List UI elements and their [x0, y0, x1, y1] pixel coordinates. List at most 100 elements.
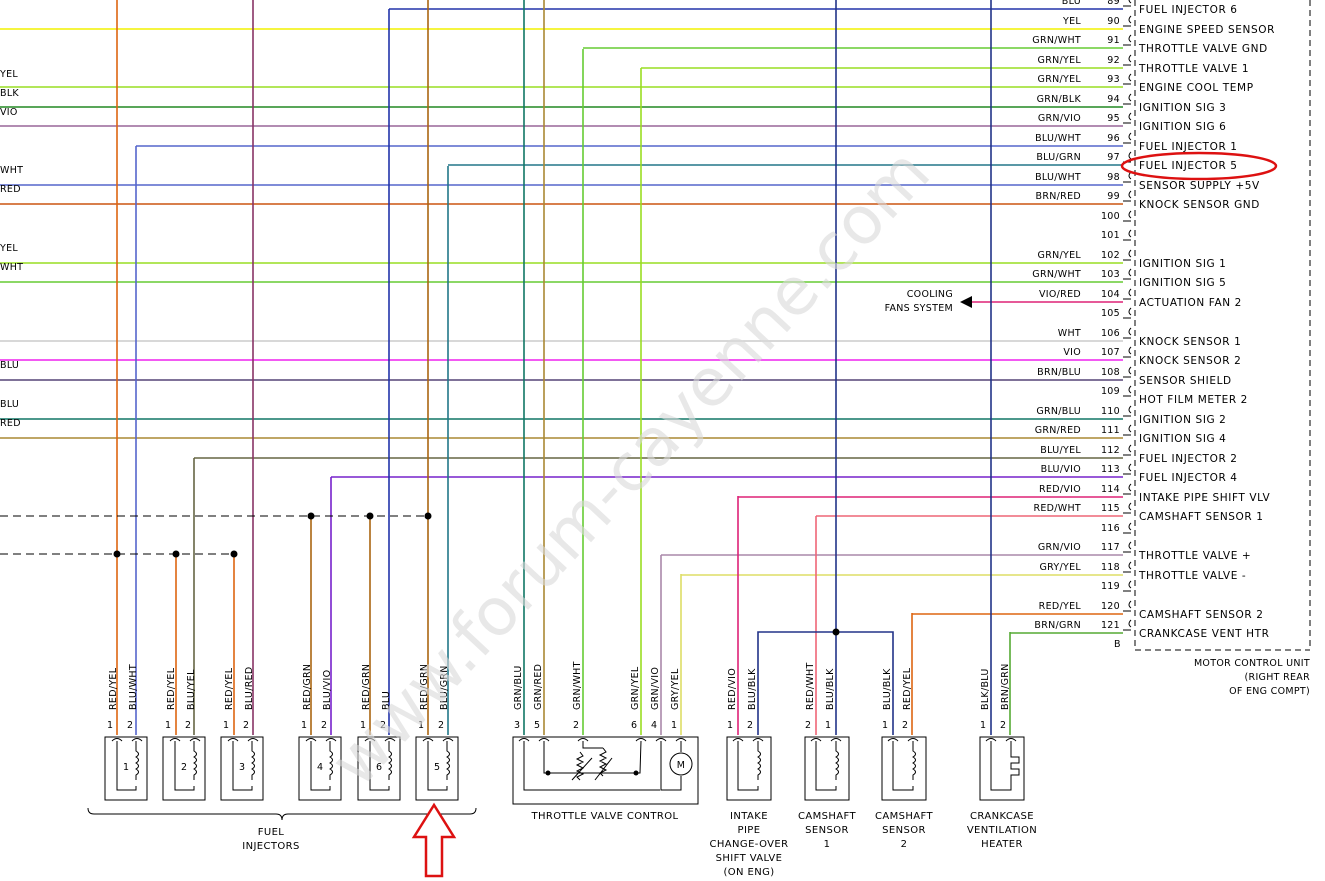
ecm-pin-number: 94 — [1107, 94, 1120, 105]
component-wire-label: BLU/BLK — [825, 668, 836, 710]
connector-bracket — [887, 738, 919, 742]
ecm-pin-number: 101 — [1101, 230, 1120, 241]
ecm-pin-row: 105 — [1101, 307, 1132, 319]
internal-wire — [174, 741, 195, 791]
ecm-wire-color-label: GRN/BLK — [1037, 94, 1082, 105]
ecm-wire-color-label: BLU/YEL — [1040, 445, 1081, 456]
connector-bracket — [422, 738, 454, 742]
ecm-wire-color-label: BLU/GRN — [1036, 152, 1081, 163]
cooling-label-1: COOLING — [907, 289, 953, 300]
ecm-wire-color-label: BLU/VIO — [1041, 464, 1081, 475]
component-label: VENTILATION — [967, 825, 1037, 836]
left-wire-label: YEL — [0, 243, 18, 254]
injector-wire-label: BLU/WHT — [128, 664, 139, 710]
ecm-wire-color-label: BRN/BLU — [1037, 367, 1081, 378]
connector-bracket — [1128, 190, 1132, 199]
internal-wire — [737, 741, 759, 791]
motor-label: M — [677, 760, 686, 771]
ecm-wire-color-label: VIO/RED — [1039, 289, 1081, 300]
ecm-pin-label: ENGINE SPEED SENSOR — [1139, 24, 1275, 36]
splice-dot — [366, 512, 374, 520]
ecm-pin-label: ENGINE COOL TEMP — [1139, 82, 1254, 94]
connector-bracket — [1128, 327, 1132, 336]
ecm-wire-color-label: RED/YEL — [1039, 601, 1082, 612]
ecm-pin-number: 110 — [1101, 406, 1120, 417]
ecm-wire-color-label: GRN/BLU — [1036, 406, 1081, 417]
ecm-pin-number: 93 — [1107, 74, 1120, 85]
group-brace — [87, 807, 477, 821]
injector-pin-number: 2 — [380, 720, 386, 731]
injector-wire-label: BLU/VIO — [322, 670, 333, 710]
component-label: SHIFT VALVE — [716, 853, 783, 864]
component-pin-number: 2 — [747, 720, 753, 731]
internal-wire — [660, 741, 682, 791]
ecm-pin-number: 98 — [1107, 172, 1120, 183]
ecm-wire-color-label: GRN/YEL — [1038, 74, 1082, 85]
ecm-title-1: MOTOR CONTROL UNIT — [1194, 658, 1310, 669]
ecm-pin-row: 101 — [1101, 229, 1132, 241]
ecm-pin-number: 114 — [1101, 484, 1120, 495]
injector-pin-number: 1 — [165, 720, 171, 731]
splice-dot — [113, 550, 121, 558]
splice-dot — [172, 550, 180, 558]
cooling-fans-system: COOLING FANS SYSTEM — [885, 289, 972, 314]
ecm-pin-number: 120 — [1101, 601, 1120, 612]
ecm-pin-label: SENSOR SUPPLY +5V — [1139, 180, 1260, 192]
ecm-wire-color-label: RED/WHT — [1033, 503, 1081, 514]
ecm-wire-color-label: VIO — [1063, 347, 1081, 358]
component-label: CRANKCASE — [970, 811, 1034, 822]
connector-bracket — [1128, 93, 1132, 102]
potentiometer-icon — [575, 747, 608, 781]
connector-bracket — [1128, 522, 1132, 531]
component-label: 2 — [901, 839, 908, 850]
coil-icon — [446, 741, 450, 780]
ecm-pin-label: ACTUATION FAN 2 — [1139, 297, 1242, 309]
left-wire-label: BLK — [0, 88, 19, 99]
ecm-pin-number: 105 — [1101, 308, 1120, 319]
connector-bracket — [1128, 502, 1132, 511]
connector-bracket — [1128, 210, 1132, 219]
coil-icon — [329, 741, 333, 780]
ecm-wire-color-label: BRN/GRN — [1034, 620, 1081, 631]
ecm-pin-number: 103 — [1101, 269, 1120, 280]
connector-bracket — [227, 738, 259, 742]
component-body — [804, 736, 850, 801]
internal-wire — [543, 740, 642, 774]
left-wire-label: VIO — [0, 107, 18, 118]
component-pin-number: 2 — [902, 720, 908, 731]
throttle-wire-label: GRN/VIO — [650, 667, 661, 710]
internal-wire — [815, 741, 837, 791]
connector-bracket — [1128, 34, 1132, 43]
component-wire-label: BLU/BLK — [882, 668, 893, 710]
ecm-wire-color-label: RED/VIO — [1039, 484, 1081, 495]
connector-bracket — [169, 738, 201, 742]
ecm-wire-color-label: GRN/WHT — [1032, 35, 1081, 46]
ecm-wire-color-label: BLU/WHT — [1035, 133, 1081, 144]
ecm-pin-label: KNOCK SENSOR 2 — [1139, 355, 1241, 367]
injector-wire-label: BLU/YEL — [186, 669, 197, 710]
throttle-wire-label: GRN/WHT — [572, 661, 583, 710]
component-wire-label: BRN/GRN — [1000, 663, 1011, 710]
connector-bracket — [1128, 405, 1132, 414]
injector-pin-number: 2 — [185, 720, 191, 731]
connector-bracket — [1128, 463, 1132, 472]
throttle-wire-label: GRY/YEL — [670, 668, 681, 710]
ecm-pin-label: CAMSHAFT SENSOR 1 — [1139, 511, 1264, 523]
ecm-pin-number: 121 — [1101, 620, 1120, 631]
injectors-label-1: FUEL — [258, 827, 285, 838]
connector-bracket — [1128, 132, 1132, 141]
ecm-pin-label: FUEL INJECTOR 5 — [1139, 160, 1238, 172]
vertical-wires — [116, 0, 1011, 735]
ecm-pin-number: 108 — [1101, 367, 1120, 378]
ecm-wire-color-label: BLU — [1062, 0, 1081, 7]
connector-bracket — [655, 738, 667, 742]
